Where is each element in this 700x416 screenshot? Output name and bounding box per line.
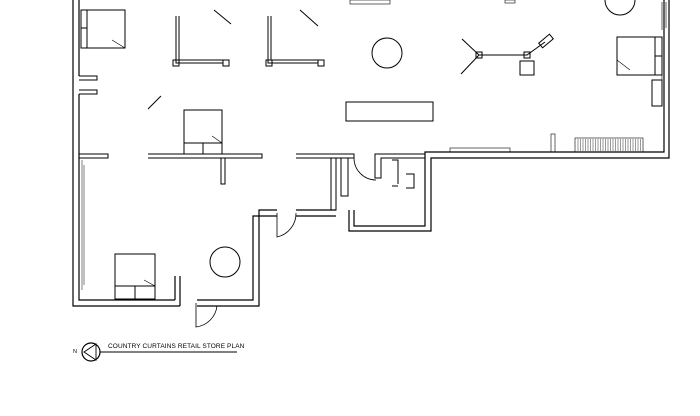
doors xyxy=(195,157,377,328)
hanging-panels xyxy=(147,9,319,110)
counter-strip xyxy=(449,147,511,153)
door-swing-south xyxy=(195,303,218,328)
fitting-room-fixture xyxy=(392,159,415,189)
stair-flight xyxy=(340,158,349,197)
west-wall-stub xyxy=(79,75,98,95)
top-shelf xyxy=(349,0,391,5)
partition-west xyxy=(79,153,109,159)
bed-display-1 xyxy=(80,9,126,49)
corridor-column xyxy=(330,158,337,211)
partition-fitting-room xyxy=(374,153,426,179)
curtain-rack-2 xyxy=(265,16,325,67)
corridor-wall xyxy=(296,209,336,217)
east-window xyxy=(661,2,667,30)
tripod-stand xyxy=(460,33,554,76)
post xyxy=(550,133,556,153)
exterior-walls xyxy=(72,0,670,307)
south-wall-jamb-west xyxy=(174,276,181,306)
round-table-3 xyxy=(604,0,636,16)
east-wall xyxy=(348,0,670,232)
north-label: N xyxy=(73,349,77,355)
radiator xyxy=(574,137,644,153)
round-table-2 xyxy=(209,246,241,278)
radiator-fins xyxy=(577,139,641,151)
north-arrow-icon xyxy=(81,342,237,362)
round-table-1 xyxy=(371,37,403,69)
bed-display-4 xyxy=(616,36,663,76)
door-swing-corridor xyxy=(276,212,297,238)
west-south-wall-outer xyxy=(72,0,180,307)
bed-display-3 xyxy=(114,253,156,300)
curtain-rack-1 xyxy=(172,16,230,67)
east-shelf xyxy=(651,79,663,107)
interior-walls xyxy=(79,75,426,290)
furniture xyxy=(209,0,667,278)
top-fixture xyxy=(504,0,516,4)
door-swing-fitting xyxy=(353,157,377,181)
partition-mid xyxy=(148,153,263,159)
partition-east xyxy=(296,153,355,159)
center-display-table xyxy=(345,101,434,122)
south-east-wall xyxy=(197,209,277,307)
west-wall-inner-lower xyxy=(78,94,175,301)
partition-spur xyxy=(220,158,226,185)
plan-title: COUNTRY CURTAINS RETAIL STORE PLAN xyxy=(108,343,245,350)
bed-display-2 xyxy=(183,109,223,155)
